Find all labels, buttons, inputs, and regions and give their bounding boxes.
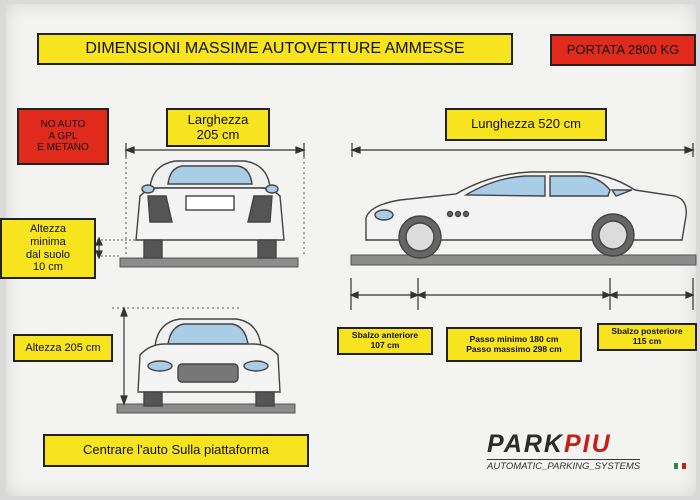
wheelbase-dimension-lines <box>349 278 695 310</box>
parkpiu-logo: PARKPIU AUTOMATIC_PARKING_SYSTEMS <box>487 430 687 474</box>
sign-title: DIMENSIONI MASSIME AUTOVETTURE AMMESSE <box>37 33 513 65</box>
italian-flag-icon <box>674 463 686 469</box>
max-load-label: PORTATA 2800 KG <box>550 34 696 66</box>
rear-overhang-label: Sbalzo posteriore 115 cm <box>597 323 697 351</box>
car-side-view <box>365 171 687 259</box>
ground-clearance-arrows <box>95 236 140 260</box>
no-lpg-methane-warning: NO AUTO A GPL E METANO <box>17 108 109 165</box>
width-value-line: 205 cm <box>196 126 240 142</box>
logo-wordmark: PARKPIU <box>487 430 612 459</box>
clearance-line: Altezza <box>29 223 67 236</box>
front-overhang-label: Sbalzo anteriore 107 cm <box>337 327 433 355</box>
clearance-line: dal suolo <box>25 248 71 261</box>
width-dimension-line <box>124 143 306 255</box>
front-overhang-title: Sbalzo anteriore <box>351 330 419 341</box>
rear-overhang-title: Sbalzo posteriore <box>611 326 683 337</box>
car-rear-view <box>135 160 285 259</box>
logo-piu: PIU <box>563 430 612 458</box>
max-length-label: Lunghezza 520 cm <box>445 108 607 141</box>
height-dimension-line <box>112 306 240 406</box>
clearance-line: minima <box>30 235 66 248</box>
wheelbase-max: Passo massimo 298 cm <box>466 343 562 354</box>
warning-line: E METANO <box>37 142 89 154</box>
max-height-label: Altezza 205 cm <box>13 334 113 362</box>
warning-line: A GPL <box>48 130 78 142</box>
front-overhang-value: 107 cm <box>370 340 400 350</box>
rear-view-platform <box>119 257 299 268</box>
logo-park: PARK <box>487 430 564 458</box>
center-car-instruction: Centrare l'auto Sulla piattaforma <box>43 434 309 467</box>
min-ground-clearance-label: Altezza minima dal suolo 10 cm <box>0 218 96 279</box>
length-dimension-line <box>350 143 695 157</box>
max-width-label: Larghezza 205 cm <box>166 108 270 147</box>
front-view-platform <box>116 403 296 414</box>
car-front-view <box>137 318 281 407</box>
wheelbase-min: Passo minimo 180 cm <box>469 333 559 344</box>
rear-overhang-value: 115 cm <box>632 336 662 346</box>
clearance-line: 10 cm <box>33 261 63 274</box>
width-label-line: Larghezza <box>187 111 249 127</box>
warning-line: NO AUTO <box>40 119 86 131</box>
logo-tagline: AUTOMATIC_PARKING_SYSTEMS <box>487 459 641 472</box>
wheelbase-label: Passo minimo 180 cm Passo massimo 298 cm <box>446 327 582 362</box>
side-view-platform <box>350 254 697 266</box>
parking-info-sign <box>6 4 696 496</box>
